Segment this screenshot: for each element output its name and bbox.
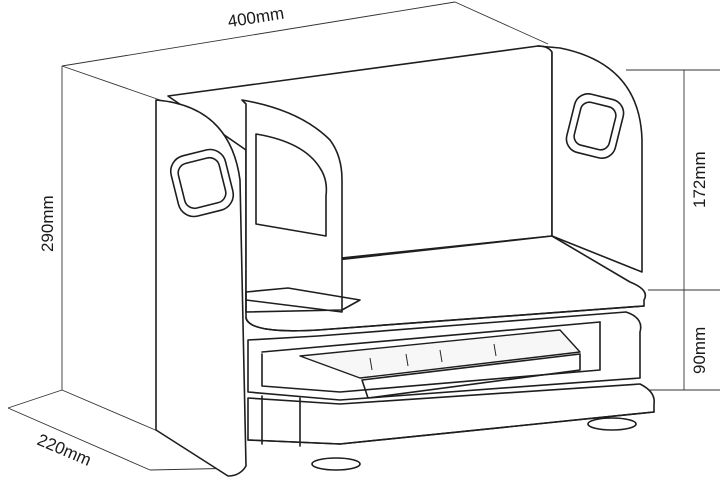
left-handle xyxy=(169,148,235,218)
divider-window xyxy=(255,133,328,237)
foot-front xyxy=(311,457,361,471)
right-handle-inner xyxy=(573,101,617,151)
lower-height-label: 90mm xyxy=(690,327,709,374)
left-side-panel xyxy=(155,99,247,477)
depth-label: 220mm xyxy=(34,430,94,470)
right-handle xyxy=(565,93,625,159)
drawer-tray xyxy=(299,329,581,379)
foot-right xyxy=(587,417,637,431)
dimension-lines xyxy=(7,1,720,471)
left-handle-inner xyxy=(177,156,227,210)
width-label: 400mm xyxy=(226,4,285,32)
divider-foot xyxy=(245,287,361,313)
middle-divider xyxy=(241,99,343,313)
organizer xyxy=(155,45,656,477)
total-height-label: 290mm xyxy=(38,195,57,252)
right-side-panel xyxy=(537,45,643,273)
drawer-front xyxy=(361,353,581,399)
upper-height-label: 172mm xyxy=(690,151,709,208)
